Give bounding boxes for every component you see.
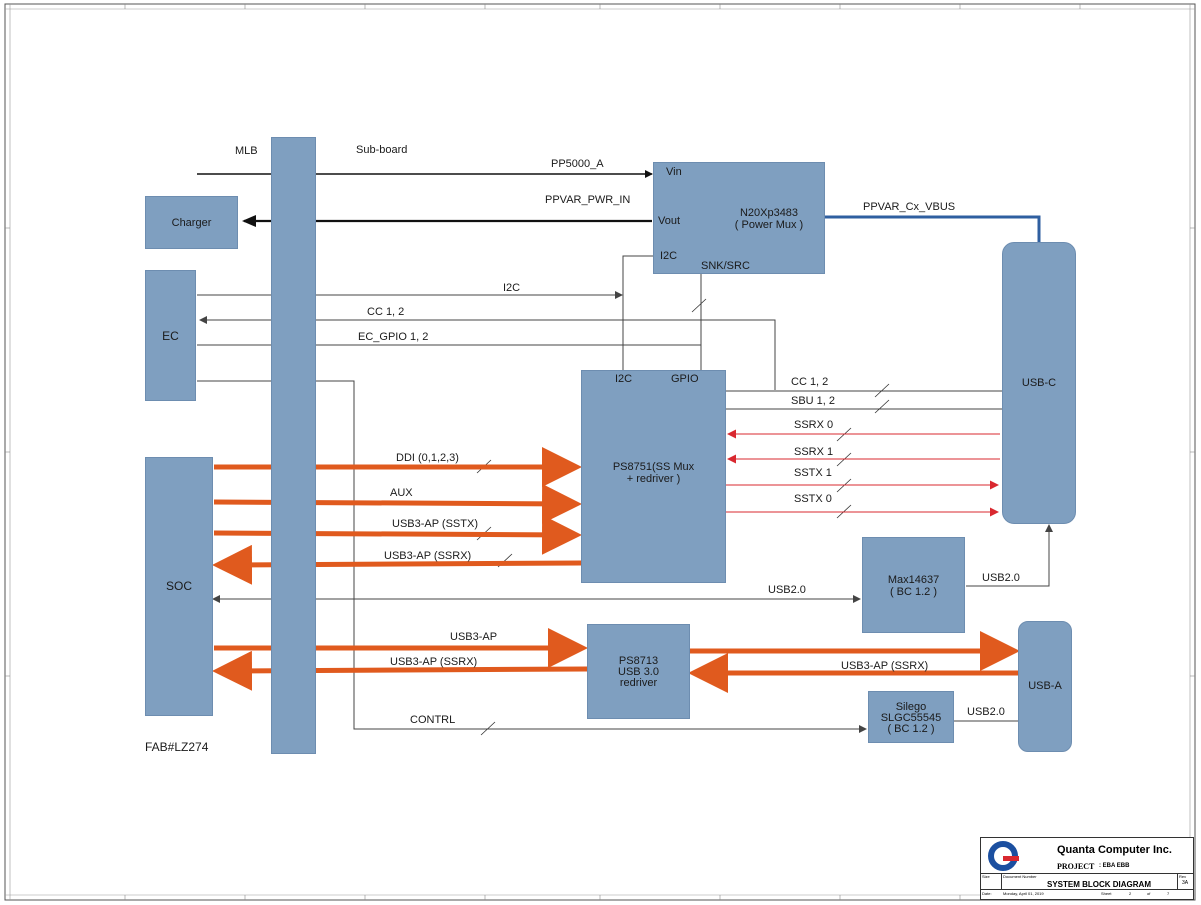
mlb-label: MLB	[235, 145, 258, 157]
of-label: of	[1147, 891, 1151, 896]
mux-name: N20Xp3483	[739, 207, 799, 219]
charger-label: Charger	[171, 217, 212, 229]
ps8713-line1: PS8713	[618, 655, 659, 667]
usb3-ssrx-left-label: USB3-AP (SSRX)	[390, 656, 478, 668]
sbu12-label: SBU 1, 2	[791, 395, 836, 407]
soc-block: SOC	[145, 457, 213, 716]
i2c-label: I2C	[503, 282, 521, 294]
document-title: SYSTEM BLOCK DIAGRAM	[1047, 880, 1151, 889]
title-block: Quanta Computer Inc. PROJECT : EBA EBB S…	[980, 837, 1194, 900]
sub-board-label: Sub-board	[356, 144, 408, 156]
ps8713-line2: USB 3.0	[618, 666, 659, 678]
max14637-block: Max14637 ( BC 1.2 )	[862, 537, 965, 633]
sstx0-label: SSTX 0	[794, 493, 832, 505]
ssrx0-label: SSRX 0	[794, 419, 834, 431]
usb3-sstx-label: USB3-AP (SSTX)	[392, 518, 478, 530]
usb20-maxout-label: USB2.0	[982, 572, 1020, 584]
ps8751-gpio-pin: GPIO	[671, 373, 699, 385]
mux-i2c-pin: I2C	[660, 250, 678, 262]
company-name: Quanta Computer Inc.	[1057, 844, 1172, 856]
ps8751-block: I2C GPIO PS8751(SS Mux + redriver )	[581, 370, 726, 583]
pp5000-label: PP5000_A	[551, 158, 604, 170]
quanta-logo	[988, 841, 1019, 871]
ps8713-line3: redriver	[619, 677, 658, 689]
usb3-ap-label: USB3-AP	[450, 631, 498, 643]
ppvar-pwr-in-label: PPVAR_PWR_IN	[545, 194, 631, 206]
rev-value: 3A	[1182, 880, 1189, 886]
ps8713-block: PS8713 USB 3.0 redriver	[587, 624, 690, 719]
aux-label: AUX	[390, 487, 413, 499]
sheet-value: 2	[1129, 891, 1132, 896]
of-value: 7	[1167, 891, 1170, 896]
max14637-subtitle: ( BC 1.2 )	[889, 586, 938, 598]
connector-bar	[271, 137, 316, 754]
charger-block: Charger	[145, 196, 238, 249]
ss-lines	[726, 429, 1000, 517]
mux-vin-pin: Vin	[666, 166, 682, 178]
rev-label: Rev	[1179, 874, 1187, 879]
size-label: Size	[982, 874, 990, 879]
ec-block: EC	[145, 270, 196, 401]
date-label: Date:	[982, 891, 992, 896]
ec-label: EC	[162, 329, 179, 343]
mux-snk-src-pin: SNK/SRC	[701, 260, 750, 272]
project-label: PROJECT	[1057, 862, 1095, 871]
power-mux-block: Vin Vout I2C SNK/SRC N20Xp3483 ( Power M…	[653, 162, 825, 274]
ps8751-i2c-pin: I2C	[615, 373, 633, 385]
cc12-usbc-label: CC 1, 2	[791, 376, 829, 388]
usb3-ssrx-right-label: USB3-AP (SSRX)	[841, 660, 929, 672]
doc-number-label: Document Number	[1003, 874, 1037, 879]
silego-line2: SLGC55545	[880, 712, 942, 724]
cc12-ec-label: CC 1, 2	[367, 306, 405, 318]
ppvar-cx-vbus-label: PPVAR_Cx_VBUS	[863, 201, 956, 213]
date-value: Monday, April 01, 2019	[1003, 891, 1044, 896]
soc-label: SOC	[165, 579, 192, 593]
usb20-mid-label: USB2.0	[768, 584, 806, 596]
sstx1-label: SSTX 1	[794, 467, 832, 479]
signal-lines	[197, 255, 1053, 733]
ddi-label: DDI (0,1,2,3)	[396, 452, 459, 464]
usba-connector: USB-A	[1018, 621, 1072, 752]
silego-line3: ( BC 1.2 )	[887, 723, 935, 735]
ps8751-subtitle: + redriver )	[626, 473, 681, 485]
mux-subtitle: ( Power Mux )	[734, 219, 804, 231]
usba-label: USB-A	[1028, 680, 1062, 692]
mux-vout-pin: Vout	[658, 215, 681, 227]
ec-gpio-label: EC_GPIO 1, 2	[358, 331, 429, 343]
silego-block: Silego SLGC55545 ( BC 1.2 )	[868, 691, 954, 743]
ssrx1-label: SSRX 1	[794, 446, 834, 458]
usbc-label: USB-C	[1021, 377, 1057, 389]
ps8751-name: PS8751(SS Mux	[612, 461, 695, 473]
max14637-name: Max14637	[887, 574, 940, 586]
contrl-label: CONTRL	[410, 714, 456, 726]
silego-line1: Silego	[895, 701, 927, 713]
sheet-label: Sheet	[1101, 891, 1112, 896]
usb20-usba-label: USB2.0	[967, 706, 1005, 718]
project-value: : EBA EBB	[1099, 863, 1130, 869]
usbc-connector: USB-C	[1002, 242, 1076, 524]
fab-label: FAB#LZ274	[145, 740, 209, 754]
usb3-ssrx-label: USB3-AP (SSRX)	[384, 550, 472, 562]
